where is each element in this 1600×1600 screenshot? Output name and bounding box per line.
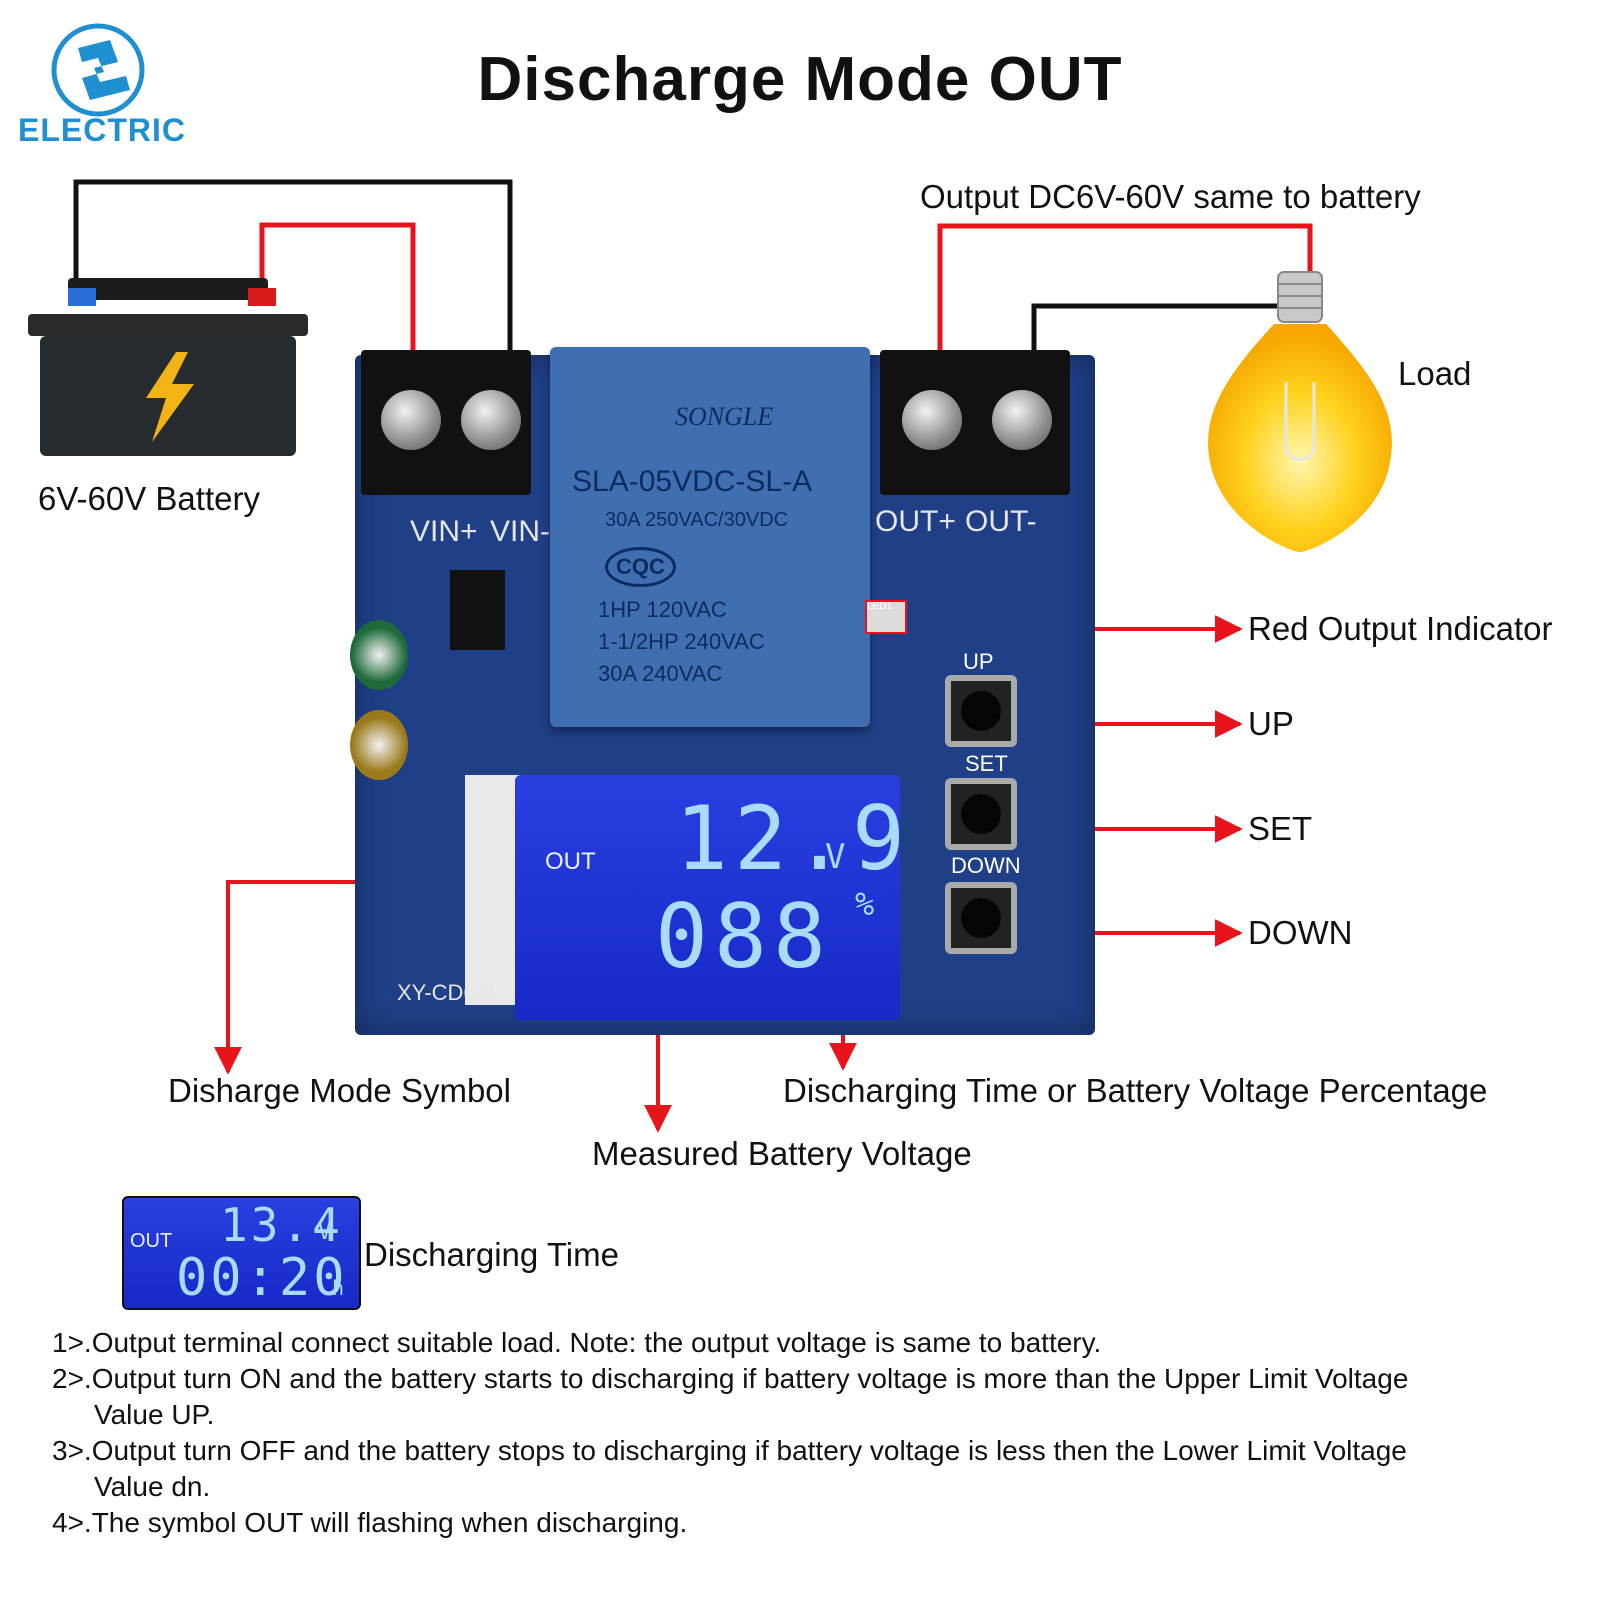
page-title: Discharge Mode OUT xyxy=(477,45,1123,114)
logo-icon xyxy=(51,23,145,117)
input-terminal-block xyxy=(361,350,531,495)
note-4: 4>.The symbol OUT will flashing when dis… xyxy=(52,1507,688,1538)
lcd-value: 088 xyxy=(655,885,832,988)
capacitor-c2 xyxy=(350,620,408,690)
battery-icon xyxy=(28,278,308,456)
up-button-cap xyxy=(961,691,1001,731)
led-label: LED1 xyxy=(867,601,893,612)
vin-plus-screw xyxy=(381,390,441,450)
load-bulb xyxy=(1190,262,1410,562)
down-button[interactable] xyxy=(945,882,1017,954)
battery-red-wire xyxy=(259,222,416,420)
capacitor-c3 xyxy=(350,710,408,780)
note-3-cont: Value dn. xyxy=(94,1471,211,1502)
relay-line3: 30A 240VAC xyxy=(598,661,723,686)
set-button[interactable] xyxy=(945,778,1017,850)
logo-text: ELECTRIC xyxy=(18,112,186,148)
logo xyxy=(40,18,160,118)
relay-line1: 1HP 120VAC xyxy=(598,597,727,622)
small-lcd-mode: OUT xyxy=(130,1230,173,1252)
small-lcd-voltage: 13.4 xyxy=(220,1198,343,1252)
board-model: XY-CD63L xyxy=(397,980,501,1005)
lcd-voltage-unit: V xyxy=(825,837,852,877)
mode-symbol-label: Disharge Mode Symbol xyxy=(168,1072,511,1109)
relay: SONGLE SLA-05VDC-SL-A 30A 250VAC/30VDC C… xyxy=(550,347,870,727)
btn-set-label: SET xyxy=(965,751,1008,776)
battery-label: 6V-60V Battery xyxy=(38,480,260,517)
note-1: 1>.Output terminal connect suitable load… xyxy=(52,1327,1102,1358)
relay-cert: CQC xyxy=(605,547,676,587)
load-red-wire xyxy=(937,223,1313,420)
out-minus-label: OUT- xyxy=(965,505,1037,538)
out-plus-screw xyxy=(902,390,962,450)
relay-rating: 30A 250VAC/30VDC xyxy=(605,509,789,531)
small-lcd-voltage-unit: V xyxy=(318,1220,338,1245)
up-label: UP xyxy=(1248,705,1294,742)
out-plus-label: OUT+ xyxy=(875,505,956,538)
down-button-cap xyxy=(961,898,1001,938)
battery-black-wire xyxy=(73,179,513,420)
small-lcd-time-unit: h xyxy=(332,1276,351,1300)
out-minus-screw xyxy=(992,390,1052,450)
set-label: SET xyxy=(1248,810,1313,847)
down-label: DOWN xyxy=(1248,914,1353,951)
lcd-value-unit: % xyxy=(855,885,881,923)
time-percent-label: Discharging Time or Battery Voltage Perc… xyxy=(783,1072,1488,1109)
battery xyxy=(28,270,308,470)
note-2: 2>.Output turn ON and the battery starts… xyxy=(52,1363,1409,1394)
vin-minus-label: VIN- xyxy=(490,515,550,548)
vin-minus-screw xyxy=(461,390,521,450)
output-terminal-block xyxy=(880,350,1070,495)
note-3: 3>.Output turn OFF and the battery stops… xyxy=(52,1435,1407,1466)
vin-plus-label: VIN+ xyxy=(410,515,478,548)
discharging-time-label: Discharging Time xyxy=(364,1236,619,1273)
lcd-mode-symbol: OUT xyxy=(545,848,596,875)
relay-brand: SONGLE xyxy=(675,402,774,431)
controller-board: VIN+ VIN- SONGLE SLA-05VDC-SL-A 30A 250V… xyxy=(350,347,1095,1035)
main-lcd-display: OUT 12.9 V 088 % xyxy=(515,775,905,1020)
load-label: Load xyxy=(1398,355,1472,392)
btn-up-label: UP xyxy=(963,649,994,674)
red-output-led xyxy=(865,600,907,634)
chip-u3 xyxy=(450,570,505,650)
relay-line2: 1-1/2HP 240VAC xyxy=(598,629,765,654)
note-2-cont: Value UP. xyxy=(94,1399,215,1430)
output-label: Output DC6V-60V same to battery xyxy=(920,178,1421,215)
btn-down-label: DOWN xyxy=(951,853,1021,878)
set-button-cap xyxy=(961,794,1001,834)
notes: 1>.Output terminal connect suitable load… xyxy=(52,1325,1572,1541)
measured-voltage-label: Measured Battery Voltage xyxy=(592,1135,972,1172)
up-button[interactable] xyxy=(945,675,1017,747)
relay-model: SLA-05VDC-SL-A xyxy=(572,465,813,498)
small-lcd-time: 00:20 xyxy=(176,1248,348,1308)
small-lcd-display: OUT 13.4 V 00:20 h xyxy=(122,1196,361,1310)
lcd-voltage: 12.9 xyxy=(675,787,911,890)
red-indicator-label: Red Output Indicator xyxy=(1248,610,1553,647)
light-bulb-icon xyxy=(1208,271,1392,552)
